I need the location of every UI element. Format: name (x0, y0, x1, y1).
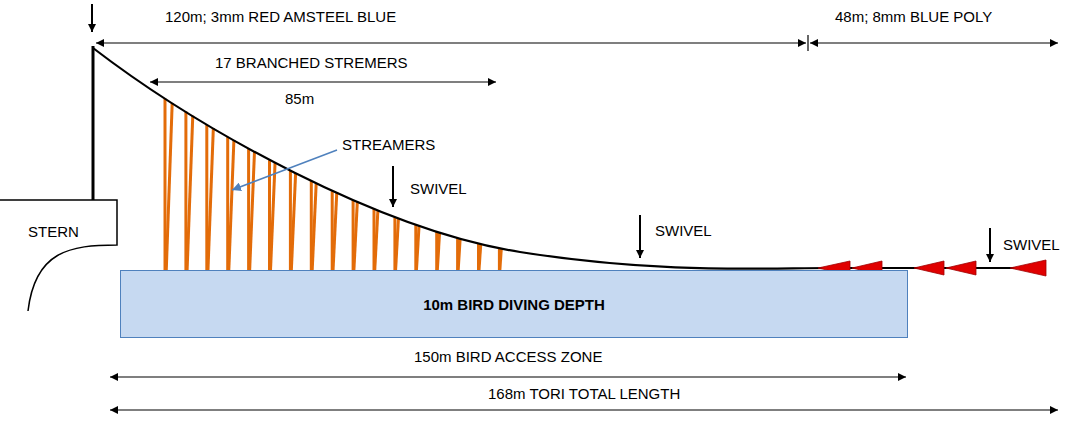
streamer (479, 244, 481, 272)
streamer (208, 128, 213, 272)
group-label: 17 BRANCHED STREMERS (215, 54, 408, 71)
streamer (437, 232, 439, 272)
streamer (166, 103, 172, 272)
swivel-label: SWIVEL (410, 180, 467, 197)
tori-pole (92, 46, 95, 200)
dimension-line (150, 81, 496, 82)
swivel-label: SWIVEL (655, 222, 712, 239)
streamer (229, 140, 234, 272)
streamer (291, 173, 295, 272)
streamer (333, 193, 337, 272)
streamer (395, 218, 398, 272)
dimension-label: 168m TORI TOTAL LENGTH (488, 385, 680, 402)
streamer (312, 184, 316, 272)
pointer-arrow (91, 4, 93, 32)
streamer (375, 210, 378, 272)
streamer (270, 163, 275, 272)
dimension-line (110, 409, 1058, 410)
dimension-label: 85m (285, 90, 314, 107)
streamers (165, 99, 501, 272)
length-label: 48m; 8mm BLUE POLY (835, 8, 992, 25)
streamer (500, 249, 502, 272)
streamer (187, 116, 193, 272)
swivel-arrow (989, 228, 991, 262)
dimension-tick (807, 35, 808, 51)
swivel-label: SWIVEL (1003, 236, 1060, 253)
dimension-line (810, 42, 1058, 43)
dimension-label: 150m BIRD ACCESS ZONE (414, 348, 602, 365)
tori-line (93, 48, 1045, 269)
dimension-line (96, 42, 806, 43)
callout-label: STREAMERS (342, 136, 435, 153)
length-label: 120m; 3mm RED AMSTEEL BLUE (165, 8, 396, 25)
streamer (498, 248, 501, 272)
diving-depth-band: 10m BIRD DIVING DEPTH (120, 270, 908, 338)
streamer (477, 243, 480, 272)
leader-line (232, 150, 337, 190)
stern-label: STERN (28, 223, 79, 240)
streamer (416, 226, 419, 272)
band-label: 10m BIRD DIVING DEPTH (423, 296, 605, 313)
streamer (458, 239, 460, 272)
streamer (250, 152, 255, 272)
dimension-line (110, 376, 906, 377)
swivel-arrow (392, 166, 394, 207)
streamer (354, 202, 358, 272)
stern-outline (0, 195, 119, 313)
swivel-arrow (639, 215, 641, 258)
stern-hull: STERN (0, 195, 119, 313)
